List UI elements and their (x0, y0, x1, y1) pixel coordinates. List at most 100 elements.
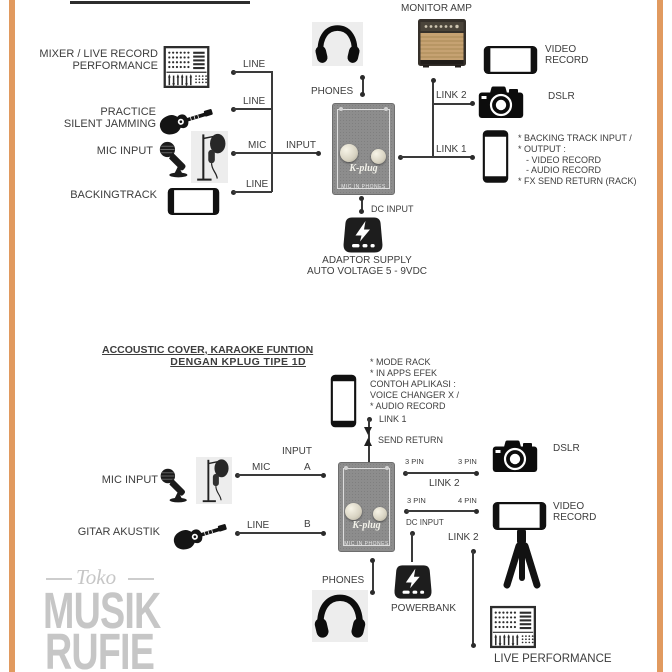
dslr-label: DSLR (548, 91, 575, 102)
top-title-underline (70, 1, 250, 4)
link2-label: LINK 2 (448, 532, 479, 543)
node-dot (471, 549, 476, 554)
mixer-icon (490, 605, 536, 649)
video-record-label: VIDEO RECORD (545, 44, 589, 66)
microphone-icon (157, 467, 194, 503)
node-dot (231, 190, 236, 195)
powerbank-label: POWERBANK (391, 603, 457, 614)
condenser-mic-image (196, 457, 232, 504)
smartphone-icon (482, 129, 509, 184)
node-dot (235, 531, 240, 536)
node-dot (360, 75, 365, 80)
pin4-label: 4 PIN (458, 496, 477, 505)
frame-left-border (9, 0, 15, 672)
node-dot (231, 151, 236, 156)
app-note-2: * IN APPS EFEK (370, 368, 438, 378)
dc-wire (361, 198, 363, 211)
powerbank-icon (393, 561, 433, 603)
node-dot (370, 558, 375, 563)
port-line3-label: LINE (246, 179, 269, 190)
node-dot (359, 196, 364, 201)
watermark-word-musik: MUSIK (43, 581, 161, 639)
input-bus-wire (271, 71, 273, 192)
mic-input-wire (233, 152, 318, 154)
pin3-label: 3 PIN (407, 496, 426, 505)
backingtrack-phone-icon (167, 186, 220, 217)
link1-label: LINK 1 (436, 144, 467, 155)
app-note-5: * AUDIO RECORD (370, 401, 446, 411)
mic-port-label: MIC (252, 462, 271, 473)
pin3-label: 3 PIN (458, 457, 477, 466)
output-note-1: * BACKING TRACK INPUT / (518, 133, 632, 143)
backingtrack-label: BACKINGTRACK (70, 189, 157, 201)
port-b-label: B (304, 519, 311, 530)
section2-title-line1: ACCOUSTIC COVER, KARAOKE FUNTION (102, 344, 314, 356)
link1-wire (400, 156, 472, 158)
adaptor-supply-icon (340, 216, 386, 254)
node-dot (403, 471, 408, 476)
dslr-camera-icon (492, 439, 538, 473)
smartphone-icon (330, 372, 357, 430)
phones-wire (362, 77, 364, 94)
pin-wire-2 (406, 510, 476, 512)
pedal-knob-left (340, 144, 358, 162)
node-dot (231, 107, 236, 112)
pin3-label: 3 PIN (405, 457, 424, 466)
app-note-1: * MODE RACK (370, 357, 431, 367)
node-dot (431, 78, 436, 83)
line1-wire (233, 71, 272, 73)
app-note-3: CONTOH APLIKASI : (370, 379, 456, 389)
node-dot (470, 155, 475, 160)
node-dot (370, 590, 375, 595)
port-line1-label: LINE (243, 59, 266, 70)
headphones-icon (312, 22, 363, 66)
gitar-akustik-label: GITAR AKUSTIK (77, 526, 160, 538)
video-record-label: VIDEO RECORD (553, 501, 597, 523)
node-dot (321, 473, 326, 478)
node-dot (410, 531, 415, 536)
live-performance-label: LIVE PERFORMANCE (494, 653, 612, 665)
phones-label: PHONES (322, 575, 365, 586)
kplug-pedal: K-plug MIC IN PHONES (332, 103, 395, 195)
node-dot (360, 92, 365, 97)
section2-title-line2: DENGAN KPLUG TIPE 1D (170, 356, 306, 368)
arrow-up-icon (364, 438, 372, 446)
video-record-phone-icon (483, 45, 538, 75)
node-dot (398, 155, 403, 160)
output-note-5: * FX SEND RETURN (RACK) (518, 176, 637, 186)
pedal-screw (344, 466, 348, 470)
dslr-label: DSLR (553, 443, 580, 454)
dc-input-label: DC INPUT (406, 518, 444, 527)
pedal-screw (384, 107, 388, 111)
link2-wire (433, 103, 472, 105)
watermark-dash-right (128, 578, 154, 580)
line-port-label: LINE (247, 520, 270, 531)
node-dot (316, 151, 321, 156)
headphones-icon (312, 590, 368, 642)
pedal-screw (339, 107, 343, 111)
send-return-label: SEND RETURN (378, 435, 444, 445)
node-dot (367, 417, 372, 422)
link2-wire (472, 551, 474, 645)
phones-label: PHONES (311, 86, 354, 97)
dslr-camera-icon (478, 85, 524, 119)
pedal-brand: K-plug (349, 163, 378, 174)
guitar-icon (169, 513, 229, 555)
watermark-word-rufie: RUFIE (45, 622, 155, 672)
output-note-4: - AUDIO RECORD (526, 165, 602, 175)
node-dot (404, 509, 409, 514)
mixer-live-record-label: MIXER / LIVE RECORD PERFORMANCE (39, 48, 158, 72)
condenser-mic-icon (191, 131, 228, 183)
mixer-icon (163, 46, 210, 88)
port-a-label: A (304, 462, 311, 473)
link2-label: LINK 2 (436, 90, 467, 101)
headphones-image (312, 590, 368, 642)
condenser-mic-icon (196, 457, 232, 504)
node-dot (474, 471, 479, 476)
monitor-amp-icon (417, 18, 467, 68)
pin-wire-1 (405, 472, 476, 474)
pedal-knob-left (345, 503, 362, 520)
output-note-2: * OUTPUT : (518, 144, 566, 154)
node-dot (359, 209, 364, 214)
